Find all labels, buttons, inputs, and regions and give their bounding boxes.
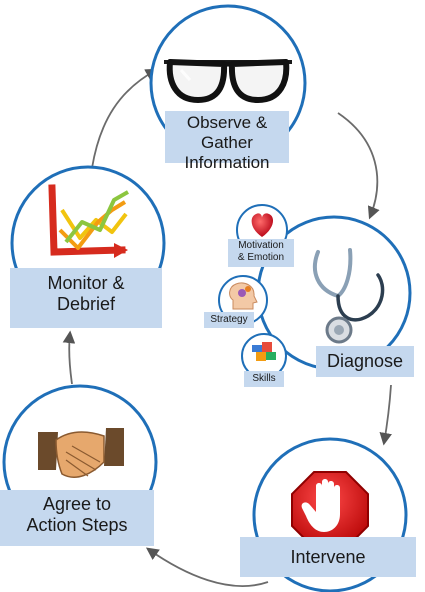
intervene-label: Intervene (240, 537, 416, 577)
cycle-arrows (62, 68, 392, 587)
monitor-label-line2: Debrief (56, 294, 116, 315)
arrow-monitor-to-observe (91, 68, 159, 169)
observe-label-line2: Information (184, 153, 270, 173)
motivation-label-line1: Motivation (238, 240, 284, 251)
motivation-label: Motivation & Emotion (228, 239, 294, 267)
motivation-label-line2: & Emotion (237, 251, 285, 263)
arrow-intervene-to-agree (145, 547, 269, 587)
arrow-agree-to-monitor (62, 330, 76, 385)
puzzle-icon (252, 342, 276, 361)
strategy-label-text: Strategy (210, 314, 248, 325)
stop-hand-icon (291, 471, 369, 549)
observe-label: Observe & Gather Information (165, 111, 289, 172)
diagnose-label: Diagnose (316, 346, 414, 377)
heart-icon (251, 213, 274, 237)
diagnose-label-text: Diagnose (326, 351, 404, 371)
monitor-label-line1: Monitor & (47, 273, 125, 293)
gears-head-icon (229, 282, 258, 310)
arrow-diagnose-to-intervene (379, 384, 392, 446)
skills-label: Skills (244, 371, 284, 387)
handshake-icon (38, 428, 124, 478)
line-chart-icon (48, 184, 129, 258)
agree-label-line1: Agree to (42, 494, 112, 514)
stethoscope-icon (312, 248, 385, 344)
arrow-observe-to-diagnose (337, 112, 380, 220)
observe-label-line1: Observe & Gather (186, 113, 268, 153)
agree-label-line2: Action Steps (26, 515, 128, 536)
intervene-label-text: Intervene (290, 547, 366, 567)
agree-label: Agree to Action Steps (0, 490, 154, 546)
strategy-label: Strategy (204, 312, 254, 328)
monitor-label: Monitor & Debrief (10, 268, 162, 328)
glasses-icon (164, 59, 292, 103)
skills-label-text: Skills (252, 373, 276, 384)
